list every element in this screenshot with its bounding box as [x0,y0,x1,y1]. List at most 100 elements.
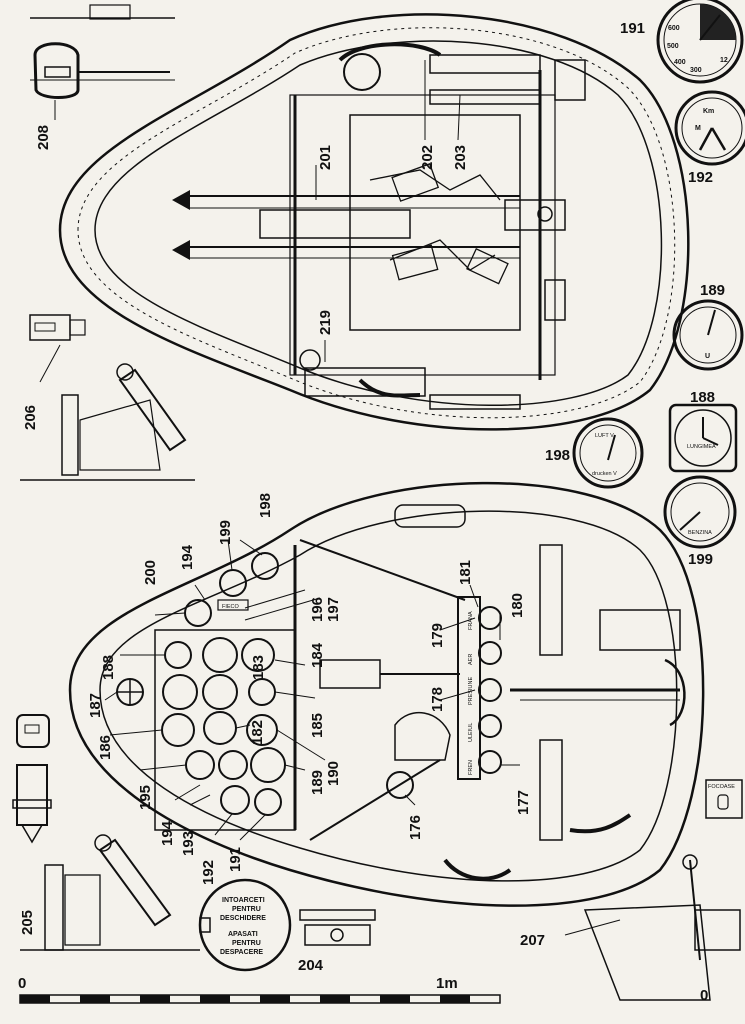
callout-193: 193 [180,831,197,856]
upper-cockpit-outer-frame [58,13,690,431]
strip-gauge-177 [478,750,502,774]
cockpit-floor-frame [289,94,556,376]
scale-bar: 0 1m 0 [18,975,708,1004]
torque-tube-pivot [537,206,553,222]
flex-hose-right [569,813,632,834]
detail-205-strap [12,799,52,809]
callout-185: 185 [309,713,326,738]
instrument-199 [219,569,247,597]
gauge-192-m: M [695,125,701,132]
panel-tab-label: FIECO [222,604,240,610]
strip-label-frana: FRANA [468,611,474,630]
rod-end-upper [172,190,190,210]
gauge-191-num-400: 400 [674,59,686,66]
leader-196 [244,589,306,609]
placard-line-5: PENTRU [232,940,261,947]
instrument-185 [248,678,276,706]
gauge-188-label: LUNGIMEA [687,444,716,450]
strip-gauge-178 [478,714,502,738]
lower-cockpit-inner-frame [99,510,678,882]
switch-box [705,779,743,819]
gauge-191-num-500: 500 [667,43,679,50]
callout-194-lower: 194 [159,820,176,846]
leader-187 [104,691,118,701]
detail-207-frame [583,904,711,1001]
instrument-gyro [202,674,238,710]
gauge-column-right: 600 500 400 300 12 191 Km M 192 189 U 18… [545,0,745,568]
detail-205-bottle-mount: 205 [12,714,200,951]
detail-204-body [304,924,371,946]
instrument-189 [250,747,286,783]
strut-diagonal-upper [299,539,466,601]
detail-206-valve [116,363,134,381]
placard-line-3: DESCHIDERE [220,915,266,922]
oxygen-bottle-top [343,53,381,91]
callout-199-upper: 199 [688,551,713,568]
leader-184 [274,659,306,666]
callout-201: 201 [317,145,334,170]
detail-204-handle: 204 [298,909,376,974]
canopy-latch-cylinder [394,504,466,528]
detail-206-box-tab [69,319,86,336]
gauge-192-needle-a [698,127,714,151]
gauge-191-num-12: 12 [720,57,728,64]
oxygen-ball-176 [386,771,414,799]
gauge-198-bottom-label: drucken V [592,471,617,477]
strip-gauge-180 [478,641,502,665]
callout-207: 207 [520,932,545,949]
lower-cockpit-panel: FIECO FRANA AER PRESIUNE ULEIUL FREN [68,481,705,907]
gauge-188-hand-b [702,437,719,446]
gauge-192-speed [674,90,745,166]
seat-frame [349,114,521,331]
detail-208-control-grip: 208 [30,4,175,150]
gauge-198-inner [579,424,637,482]
detail-205-box-a-slot [24,724,40,734]
callout-176: 176 [407,815,424,840]
leader-181 [469,584,479,608]
callout-200: 200 [142,560,159,585]
upper-cockpit-plan: 201 202 203 219 [58,13,690,431]
callout-198: 198 [257,493,274,518]
control-column-handwheel [664,658,686,727]
callout-186: 186 [97,735,114,760]
gauge-192-needle-b [710,127,727,151]
callout-181: 181 [457,560,474,585]
callout-179: 179 [429,623,446,648]
gauge-188-clock [674,409,732,467]
gauge-198-top-label: LUFT V [595,433,614,439]
rudder-pedal-box [599,609,681,651]
pedal-unit [554,59,586,101]
gauge-191-shaded-sector [700,4,736,40]
callout-194-upper: 194 [179,544,196,570]
callout-190: 190 [325,761,342,786]
detail-206-oxygen-unit: 206 [20,314,195,481]
scale-bar-end: 1m [436,975,458,992]
leader-189 [284,764,306,771]
scale-bar-segment-5 [260,995,290,1003]
placard-disc [198,878,292,972]
gauge-199-needle [679,511,701,531]
rod-end-lower [172,240,190,260]
instrument-195 [185,750,215,780]
gauge-191-num-300: 300 [690,67,702,74]
leader-197 [244,597,321,621]
callout-219: 219 [317,310,334,335]
harness-buckle-c [391,244,439,281]
gauge-198-needle [607,434,616,461]
callout-183: 183 [250,655,267,680]
gauge-191-needle [699,14,721,41]
instrument-horizon [162,674,198,710]
callout-182: 182 [249,720,266,745]
seat-harness [369,169,501,271]
strip-label-uleiul: ULEIUL [468,723,474,742]
instrument-191 [254,788,282,816]
scale-bar-segment-7 [380,995,410,1003]
gauge-191-num-600: 600 [668,25,680,32]
scale-bar-segment-3 [140,995,170,1003]
callout-208: 208 [35,125,52,150]
detail-205-canister [16,764,48,826]
canopy-release-placard: INTOARCETI PENTRU DESCHIDERE APASATI PEN… [198,878,292,972]
gauge-192-inner [681,97,743,159]
